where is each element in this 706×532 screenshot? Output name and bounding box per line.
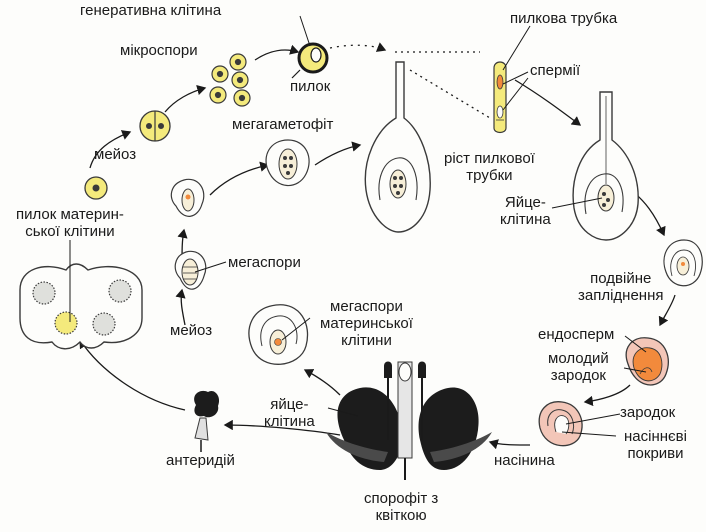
arrow-to-tube-growth: [514, 79, 582, 126]
label-generative-cell: генеративна клітина: [80, 2, 222, 19]
microspores-icon: [209, 53, 251, 107]
pollen-mother-cell-icon: [84, 176, 108, 200]
dotted-link-2: [409, 69, 491, 119]
arrow-flower-to-antheridium: [223, 419, 341, 436]
pollen-tube-icon: [493, 61, 507, 134]
arrow-flower-to-megaspore-mother: [303, 369, 341, 396]
arrow-meiosis-up: [175, 288, 186, 326]
label-seed: насінина: [494, 452, 555, 469]
label-pollen: пилок: [290, 78, 331, 95]
developing-seed-icon: [625, 337, 669, 386]
arrow-pollen-to-ovule: [329, 42, 387, 52]
label-sperm: спермії: [530, 62, 581, 79]
arrow-megagametophyte-to-ovule: [314, 141, 362, 166]
label-antheridium: антеридій: [166, 452, 235, 469]
leader-lines: [194, 15, 647, 437]
arrow-double-fert-down: [658, 294, 676, 327]
label-young-embryo: молодий зародок: [548, 350, 609, 384]
megaspore-mother-ovule-icon: [248, 304, 309, 365]
megagametophyte-icon: [265, 139, 310, 187]
ovule-egg-icon: [572, 91, 639, 241]
label-megaspore-mother: мегаспори материнської клітини: [320, 298, 413, 349]
label-pollen-mother: пилок материн- ської клітини: [16, 206, 124, 240]
label-egg-bottom: яйце- клітина: [264, 396, 315, 430]
label-endosperm: ендосперм: [538, 326, 615, 343]
arrow-to-megagametophyte: [209, 161, 270, 196]
ovule-icon: [364, 61, 431, 233]
cycle-arrows: [79, 42, 676, 450]
label-egg-top: Яйце- клітина: [500, 194, 551, 228]
arrow-antheridium-to-mother: [79, 338, 186, 411]
ovule-meiosis-icon: [170, 178, 205, 217]
arrow-microspores-up: [164, 84, 207, 113]
arrow-mother-to-meiosis: [89, 130, 132, 169]
anther-cross-section-icon: [19, 240, 143, 350]
label-double-fert: подвійне запліднення: [578, 270, 664, 304]
label-sporophyte: спорофіт з квіткою: [364, 490, 439, 524]
anther-icon: [194, 390, 220, 452]
arrow-to-generative: [254, 44, 300, 61]
seed-icon: [538, 401, 583, 447]
pollen-grain-icon: [291, 42, 329, 79]
arrow-endosperm-down: [583, 384, 631, 407]
ovule-megaspores-icon: [174, 250, 207, 290]
label-microspores: мікроспори: [120, 42, 198, 59]
fertilized-ovule-icon: [663, 239, 703, 287]
label-meiosis-bottom: мейоз: [170, 322, 213, 339]
arrow-seed-to-flower: [488, 439, 531, 450]
label-embryo: зародок: [620, 404, 676, 421]
meiosis-dyad-icon: [139, 110, 171, 142]
flower-icon: [326, 361, 492, 480]
label-megaspores: мегаспори: [228, 254, 301, 271]
label-tube-growth: ріст пилкової трубки: [444, 150, 535, 184]
label-meiosis-top: мейоз: [94, 146, 137, 163]
label-megagametophyte: мегагаметофіт: [232, 116, 334, 133]
label-seed-coats: насіннєві покриви: [624, 428, 687, 462]
label-pollen-tube: пилкова трубка: [510, 10, 618, 27]
